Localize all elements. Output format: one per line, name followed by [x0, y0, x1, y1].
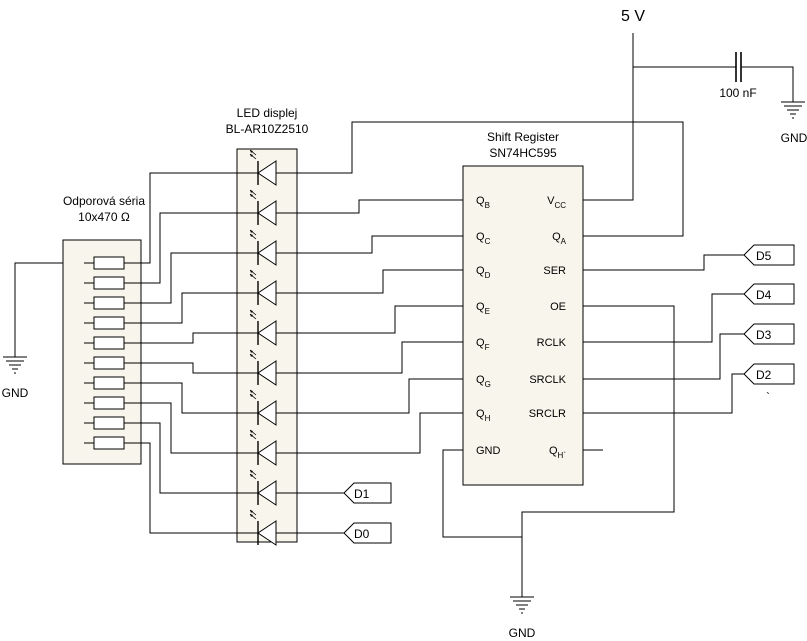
light-emission-icon: [249, 189, 257, 200]
ground-label-bottom: GND: [509, 626, 536, 640]
resistor-array-spec: 10x470 Ω: [78, 210, 130, 224]
resistor-array-body: [62, 239, 142, 465]
register-control-wires: [442, 254, 744, 597]
register-pin-label: QC: [476, 231, 491, 246]
shift-register-part: SN74HC595: [489, 146, 557, 160]
resistor-array-title: Odporová séria: [63, 194, 145, 208]
register-pin-label: QH: [476, 408, 491, 423]
register-left-pins: QB QC QD QE QF QG QH GND: [476, 195, 501, 457]
register-pin-label: QH`: [549, 445, 566, 460]
led-list: [238, 149, 296, 546]
resistor-led-wires: [124, 172, 238, 534]
light-emission-icon: [249, 149, 257, 160]
light-emission-icon: [249, 389, 257, 400]
register-pin-label: QF: [476, 337, 490, 352]
led-diode: [238, 509, 296, 546]
led-diode: [238, 469, 296, 506]
register-pin-label: OE: [550, 301, 566, 313]
shift-register-title: Shift Register: [487, 130, 559, 144]
register-pin-label: GND: [476, 445, 501, 457]
capacitor-wires: [633, 66, 794, 102]
ground-symbol-capacitor: [781, 101, 805, 119]
register-pin-label: VCC: [547, 195, 566, 210]
svg-text:D4: D4: [756, 288, 772, 302]
register-pin-label: QA: [552, 231, 567, 246]
light-emission-icon: [249, 229, 257, 240]
capacitor-value: 100 nF: [719, 86, 756, 100]
connector-d4: D4: [743, 283, 795, 305]
connector-d2: D2: [743, 363, 795, 385]
led-diode: [238, 189, 296, 226]
connector-d3: D3: [743, 323, 795, 345]
shift-register-body: [462, 165, 584, 486]
light-emission-icon: [249, 309, 257, 320]
connector-d1: D1: [343, 482, 392, 504]
register-right-pins: VCC QA SER OE RCLK SRCLK SRCLR QH`: [529, 195, 567, 460]
register-pin-label: QB: [476, 195, 490, 210]
stray-mark: `: [766, 390, 770, 404]
led-diode: [238, 229, 296, 266]
light-emission-icon: [249, 429, 257, 440]
register-pin-label: SRCLR: [529, 408, 566, 420]
capacitor-symbol: [735, 52, 742, 82]
connector-d0: D0: [343, 522, 392, 544]
ground-symbol-bottom: [510, 596, 534, 614]
led-display-part: BL-AR10Z2510: [226, 122, 309, 136]
ground-label-left: GND: [2, 386, 29, 400]
register-pin-label: QG: [476, 374, 491, 389]
register-pin-label: SRCLK: [529, 374, 566, 386]
ground-symbol-left: [3, 356, 27, 374]
svg-text:D5: D5: [756, 249, 772, 263]
resistor-list: [84, 256, 125, 450]
ground-label-capacitor: GND: [781, 131, 807, 145]
vcc-wire: [583, 33, 634, 201]
led-diode: [238, 389, 296, 426]
resistor: [84, 396, 125, 410]
svg-text:D2: D2: [756, 368, 772, 382]
led-register-wires: [296, 121, 684, 534]
led-diode: [238, 429, 296, 466]
svg-text:D0: D0: [354, 527, 370, 541]
light-emission-icon: [249, 269, 257, 280]
connector-d5: D5: [743, 244, 795, 266]
light-emission-icon: [249, 509, 257, 520]
led-diode: [238, 269, 296, 306]
register-pin-label: QE: [476, 301, 490, 316]
register-pin-label: SER: [543, 265, 566, 277]
light-emission-icon: [249, 469, 257, 480]
led-diode: [238, 309, 296, 346]
led-diode: [238, 349, 296, 386]
led-diode: [238, 149, 296, 186]
supply-label: 5 V: [621, 8, 645, 25]
register-pin-label: RCLK: [537, 337, 567, 349]
led-display-title: LED displej: [237, 106, 298, 120]
light-emission-icon: [249, 349, 257, 360]
svg-text:D1: D1: [354, 487, 370, 501]
svg-text:D3: D3: [756, 328, 772, 342]
register-pin-label: QD: [476, 265, 491, 280]
